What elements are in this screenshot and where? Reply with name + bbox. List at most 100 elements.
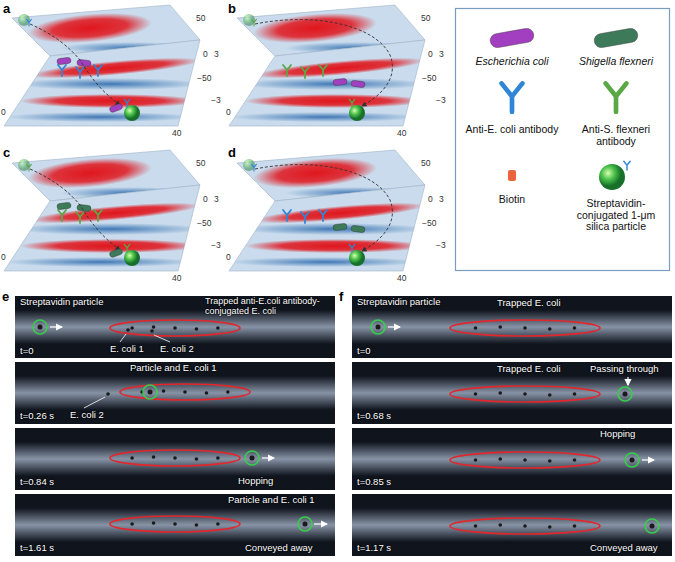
field-plot — [229, 5, 430, 126]
legend-text: Anti-S. flexneri antibody — [564, 124, 668, 147]
illustration-part — [20, 94, 200, 108]
cell-dot — [474, 524, 478, 528]
axis-tick: 40 — [172, 274, 181, 283]
micrograph — [15, 428, 335, 490]
cell-dot — [474, 458, 478, 462]
axis-tick: 0 — [226, 253, 231, 262]
trajectory-arrow — [255, 20, 392, 106]
panel-letter: c — [3, 146, 10, 160]
image-annotation: t=0.84 s — [20, 477, 54, 487]
bacterium — [351, 80, 366, 88]
trajectory-arrow — [30, 24, 120, 105]
cell-dot — [130, 326, 134, 330]
micrograph — [15, 362, 335, 424]
image-annotation: Trapped E. coli — [497, 364, 561, 374]
antibody-symbol — [252, 164, 257, 171]
bacterium — [593, 27, 639, 48]
silica-particle — [124, 250, 140, 266]
antibody-symbol — [502, 83, 523, 112]
legend-text: Streptavidin-conjugated 1-μm silica part… — [564, 198, 668, 233]
cell-dot — [216, 326, 220, 330]
trap-ellipse — [110, 320, 240, 336]
antibody-symbol — [301, 212, 309, 223]
trajectory-arrow — [30, 169, 120, 250]
cell-dot — [548, 327, 552, 331]
antibody-symbol — [76, 212, 84, 223]
image-annotation: Hopping — [600, 429, 635, 439]
cell-dot — [205, 391, 209, 395]
illustration-part — [252, 9, 378, 48]
cell-dot — [548, 393, 552, 397]
illustration-part — [240, 223, 430, 235]
axis-tick: −3 — [211, 241, 221, 250]
antibody-symbol — [283, 65, 291, 76]
cell-dot — [498, 457, 502, 461]
axis-tick: 3 — [439, 195, 444, 204]
particle-dot — [650, 524, 655, 529]
axis-tick: 0 — [226, 108, 231, 117]
particle-ring — [33, 320, 47, 334]
cell-dot — [523, 392, 527, 396]
cell-dot — [162, 389, 166, 393]
silica-particle — [599, 164, 625, 190]
antibody-symbol — [624, 161, 630, 170]
bacterium — [57, 202, 72, 210]
image-annotation: Particle and E. coli 1 — [130, 363, 217, 373]
antibody-symbol — [76, 67, 84, 78]
image-annotation: Conveyed away — [590, 543, 658, 553]
cell-dot — [498, 523, 502, 527]
axis-tick: −50 — [197, 219, 211, 228]
image-annotation: t=0 — [20, 346, 33, 356]
axis-tick: 40 — [397, 274, 406, 283]
trap-ellipse — [120, 384, 250, 400]
axis-tick: 40 — [397, 129, 406, 138]
image-annotation: Passing through — [590, 364, 659, 374]
axis-tick: 3 — [214, 50, 219, 59]
trap-ellipse — [110, 450, 240, 466]
axis-tick: −3 — [436, 241, 446, 250]
axis-tick: 0 — [1, 108, 6, 117]
cell-dot — [152, 455, 156, 459]
particle-ring — [371, 320, 385, 334]
image-annotation: Conveyed away — [245, 543, 313, 553]
legend-text: Anti-E. coli antibody — [460, 124, 564, 136]
antibody-symbol — [319, 210, 327, 221]
leader-line — [84, 397, 105, 408]
axis-tick: −3 — [436, 96, 446, 105]
micrograph — [352, 428, 672, 490]
panel-letter: f — [339, 290, 343, 304]
antibody-symbol — [27, 19, 32, 26]
axis-tick: 3 — [439, 50, 444, 59]
particle-dot — [148, 390, 153, 395]
micrograph — [352, 296, 672, 358]
antibody-symbol — [252, 19, 257, 26]
particle-dot — [623, 392, 628, 397]
cell-dot — [195, 327, 199, 331]
cell-dot — [130, 522, 134, 526]
silica-particle — [349, 250, 365, 266]
image-annotation: E. coli 2 — [70, 410, 104, 420]
image-annotation: Trapped E. coli — [497, 298, 561, 308]
axis-tick: −3 — [211, 96, 221, 105]
micrograph-band — [15, 442, 335, 476]
cell-dot — [152, 325, 156, 329]
cell-dot — [573, 392, 577, 396]
particle-ring — [143, 385, 157, 399]
cell-dot — [183, 390, 187, 394]
cell-dot — [152, 521, 156, 525]
cell-dot — [573, 326, 577, 330]
particle-dot — [376, 325, 381, 330]
cell-dot — [548, 525, 552, 529]
trap-ellipse — [450, 386, 600, 402]
image-annotation: Hopping — [238, 476, 273, 486]
antibody-symbol — [301, 67, 309, 78]
micrograph — [352, 494, 672, 556]
image-annotation: t=1.61 s — [20, 543, 54, 553]
axis-tick: 0 — [203, 195, 208, 204]
antibody-symbol — [319, 65, 327, 76]
image-annotation: Streptavidin particle — [20, 297, 103, 307]
particle-dot — [303, 522, 308, 527]
particle-dot — [630, 458, 635, 463]
illustration-part — [15, 223, 205, 235]
panel-letter: d — [228, 146, 236, 160]
